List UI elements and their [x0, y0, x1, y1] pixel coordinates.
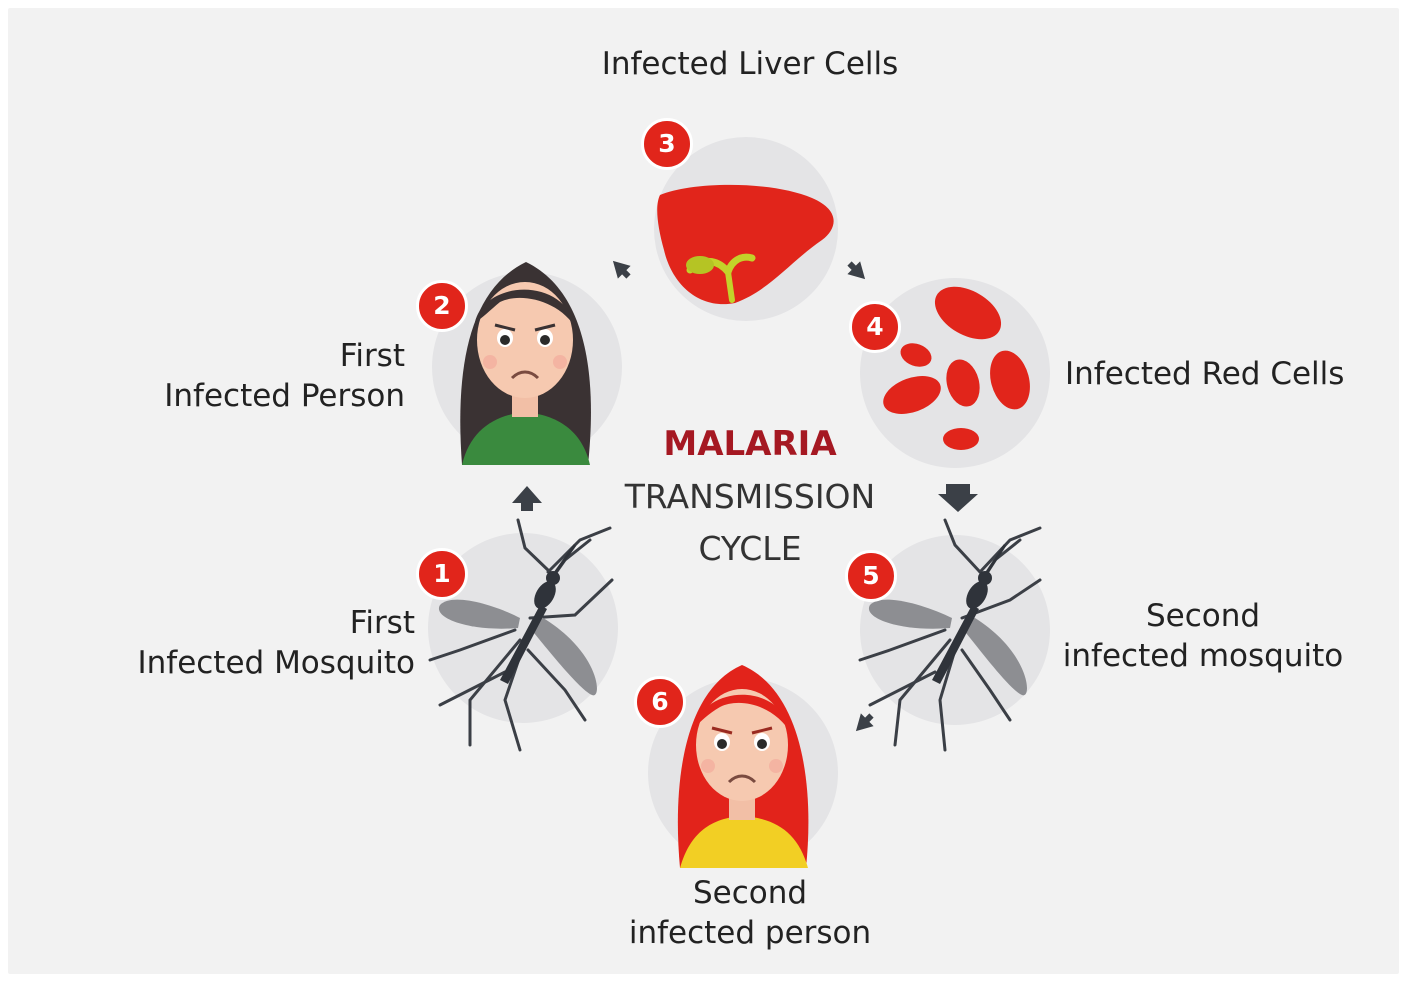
stage-6-number-badge: 6 — [634, 676, 686, 728]
stage-3-number-badge: 3 — [641, 118, 693, 170]
stage-5-label-line2: infected mosquito — [1058, 636, 1348, 676]
stage-3-label-line1: Infected Liver Cells — [600, 44, 900, 84]
stage-5-label: Second infected mosquito — [1058, 596, 1348, 676]
stage-5-label-line1: Second — [1058, 596, 1348, 636]
arrow-down-left-icon — [850, 709, 878, 737]
stage-5-number-badge: 5 — [845, 550, 897, 602]
stage-2-number-badge: 2 — [416, 280, 468, 332]
stage-2-label: First Infected Person — [130, 336, 405, 416]
stage-6-label: Second infected person — [600, 873, 900, 953]
arrow-up-right-icon — [607, 255, 635, 283]
stage-1-number-badge: 1 — [416, 548, 468, 600]
arrow-down-icon — [938, 484, 978, 512]
arrow-up-icon — [512, 486, 542, 511]
diagram-subtitle-line1: TRANSMISSION — [590, 476, 910, 518]
diagram-title: MALARIA — [590, 422, 910, 466]
stage-4-number-badge: 4 — [849, 301, 901, 353]
stage-6-label-line2: infected person — [600, 913, 900, 953]
stage-1-label: First Infected Mosquito — [110, 603, 415, 683]
arrow-down-right-icon — [843, 257, 871, 285]
stage-3-label: Infected Liver Cells — [600, 44, 900, 84]
stage-4-label: Infected Red Cells — [1065, 354, 1365, 394]
stage-1-label-line1: First — [110, 603, 415, 643]
stage-1-label-line2: Infected Mosquito — [110, 643, 415, 683]
stage-4-label-line1: Infected Red Cells — [1065, 354, 1365, 394]
stage-2-label-line2: Infected Person — [130, 376, 405, 416]
stage-2-label-line1: First — [130, 336, 405, 376]
stage-6-label-line1: Second — [600, 873, 900, 913]
